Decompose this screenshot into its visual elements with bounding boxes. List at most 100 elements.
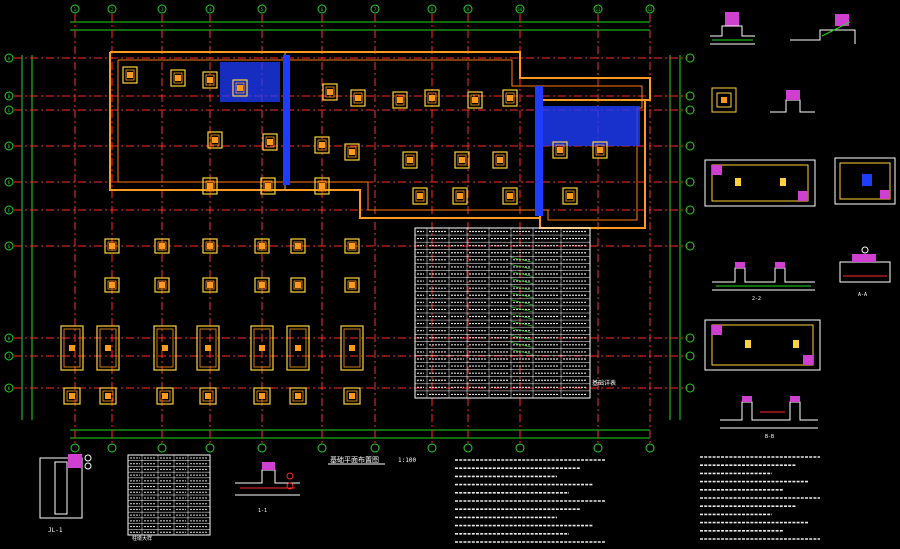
axis-bubble-left (4, 205, 14, 215)
axis-bubble-bottom (257, 443, 267, 453)
footing-pad-inner (293, 241, 303, 251)
axis-label-top: 11 (596, 7, 601, 12)
footing-pad (170, 69, 186, 87)
small-table-caption: 柱墩大样 (132, 535, 152, 542)
footing-pad-inner (99, 328, 117, 368)
axis-bubble-top (157, 4, 167, 14)
axis-bubble-right (685, 91, 695, 101)
column (349, 149, 355, 155)
footing-pad-inner (66, 390, 78, 402)
footing-pad (502, 89, 518, 107)
footing-pad (344, 238, 360, 254)
column (109, 243, 115, 249)
axis-bubble-left (4, 177, 14, 187)
table-hatch (510, 257, 534, 263)
footing-pad-inner (173, 72, 183, 84)
footing-pad (156, 387, 174, 405)
footing-pad-inner (347, 280, 357, 290)
table-hatch (510, 278, 534, 284)
footing-pad-inner (293, 280, 303, 290)
footing-pad-inner (317, 139, 327, 151)
footing-pad-inner (63, 328, 81, 368)
detail-strip-footing-2 (704, 319, 821, 371)
footing-pad (202, 71, 218, 89)
detail-section-right-1 (712, 262, 815, 291)
table-hatch (510, 306, 534, 313)
detail-square-footing (834, 157, 896, 205)
axis-bubble-left (4, 53, 14, 63)
axis-label-top: 8 (431, 7, 434, 12)
column (259, 345, 265, 351)
footing-pad-inner (263, 180, 273, 192)
column (159, 282, 165, 288)
footing-pad-inner (159, 390, 171, 402)
footing-pad-inner (107, 280, 117, 290)
column (327, 89, 333, 95)
footing-pad-inner (347, 146, 357, 158)
axis-label-top: 1 (74, 7, 77, 12)
column (295, 282, 301, 288)
hatched-areas (220, 55, 640, 216)
axis-bubble-top (463, 4, 473, 14)
footing-pad-inner (353, 92, 363, 104)
axis-label-left: H (8, 336, 11, 341)
axis-label-left: A (8, 56, 11, 61)
axis-bubble-right (685, 205, 695, 215)
footing-pad-inner (415, 190, 425, 202)
footing-pad-inner (505, 92, 515, 104)
axis-label-left: E (8, 180, 11, 185)
footing-pad (154, 277, 170, 293)
detail-top-right-2 (790, 14, 856, 44)
axis-bubble-left (4, 91, 14, 101)
footing-pad-inner (555, 144, 565, 156)
table-hatch (510, 334, 534, 341)
column (355, 95, 361, 101)
footing-pad-inner (395, 94, 405, 106)
column (259, 243, 265, 249)
column (205, 393, 211, 399)
footing-pad-inner (427, 92, 437, 104)
footing-pad-inner (102, 390, 114, 402)
column (349, 282, 355, 288)
axis-label-top: 5 (261, 7, 264, 12)
footing-pad-inner (210, 134, 220, 146)
axis-bubble-top (515, 4, 525, 14)
footing-pad (153, 325, 177, 371)
axis-bubble-top (593, 4, 603, 14)
footing-pad-inner (256, 390, 268, 402)
footing-pad (289, 387, 307, 405)
footing-pad (196, 325, 220, 371)
section-label-2: 2-2 (752, 296, 761, 302)
section-label-3: A-A (858, 292, 867, 298)
axis-label-top: 10 (518, 7, 523, 12)
detail-strip-footing-1 (704, 159, 816, 207)
footing-pad-inner (565, 190, 575, 202)
footing-pad (199, 387, 217, 405)
detail-section-bottom (235, 462, 300, 496)
footing-pad (202, 238, 218, 254)
main-drawing-title: 基础平面布置图 (330, 455, 379, 464)
column (105, 345, 111, 351)
footing-pad (207, 131, 223, 149)
footing-pad (340, 325, 364, 371)
table-hatch (510, 285, 534, 292)
axis-label-left: K (8, 386, 11, 391)
column (417, 193, 423, 199)
footing-pad-inner (253, 328, 271, 368)
column (497, 157, 503, 163)
axis-label-top: 2 (111, 7, 114, 12)
footing-pad-inner (289, 328, 307, 368)
footing-pad (492, 151, 508, 169)
column (397, 97, 403, 103)
column (507, 193, 513, 199)
footing-pad (60, 325, 84, 371)
axis-bubble-right (685, 53, 695, 63)
footing-pad (467, 91, 483, 109)
footing-pad (343, 387, 361, 405)
main-drawing-scale: 1:100 (398, 457, 416, 464)
axis-label-top: 3 (161, 7, 164, 12)
dimension-lines (21, 21, 681, 439)
footing-pad (592, 141, 608, 159)
axis-bubble-left (4, 383, 14, 393)
